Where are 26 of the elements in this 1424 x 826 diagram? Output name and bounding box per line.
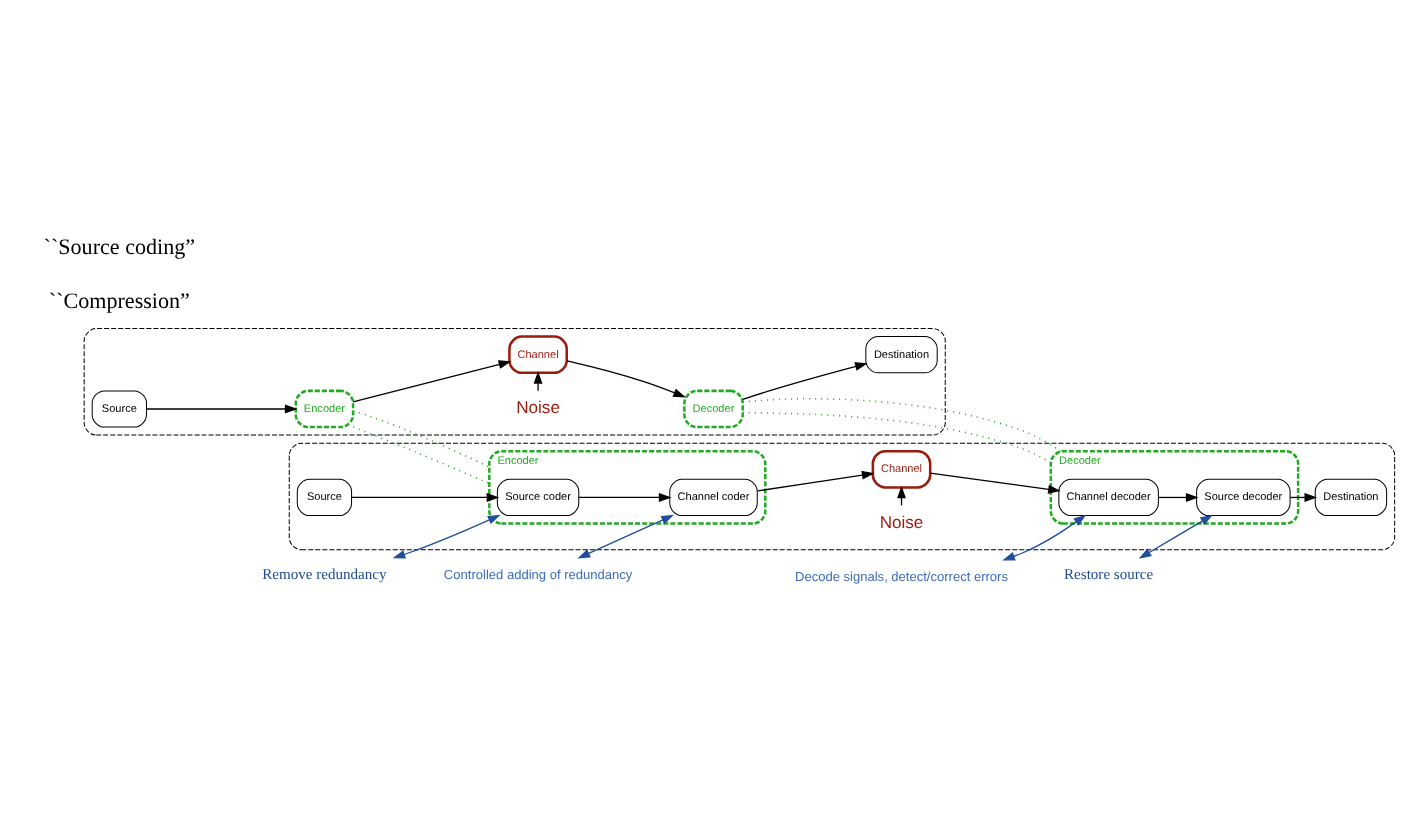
node-text: Noise [516, 397, 560, 418]
arrow [533, 371, 543, 392]
node-text: Restore source [1064, 565, 1154, 584]
arrow [577, 514, 674, 559]
arrow [742, 362, 868, 401]
arrow [578, 493, 672, 502]
node-text: Noise [879, 511, 924, 532]
arrow [352, 360, 512, 403]
arrow [146, 404, 298, 414]
connector [352, 426, 491, 485]
connector [742, 411, 1052, 464]
arrow [1158, 493, 1199, 502]
arrow [757, 470, 875, 492]
connector [352, 410, 491, 468]
arrow [392, 514, 501, 559]
arrow [929, 472, 1061, 494]
arrow [1138, 514, 1213, 559]
arrow [566, 360, 686, 398]
arrow [351, 493, 500, 502]
cluster [288, 442, 1396, 551]
cluster [83, 328, 946, 436]
label: ``Source coding” [43, 235, 196, 260]
connector [742, 398, 1062, 452]
arrow [1002, 514, 1087, 561]
node-text: Remove redundancy [262, 565, 387, 584]
label: ``Compression” [48, 290, 190, 315]
